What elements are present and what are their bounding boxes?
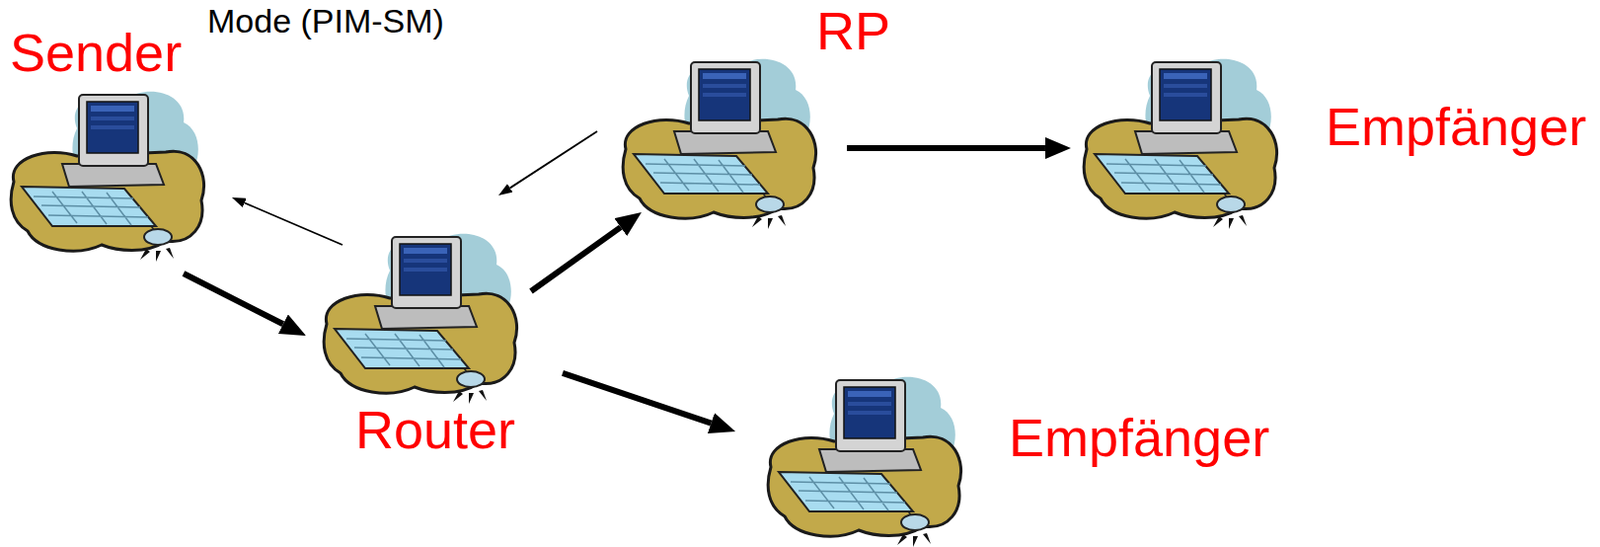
node-label: Empfänger [1008,406,1270,468]
node-label: Empfänger [1325,95,1587,157]
computer-icon [7,86,211,263]
node-label: RP [816,0,891,62]
node-label: Sender [9,21,182,83]
arrow-connector [531,227,621,292]
computer-icon [320,228,524,405]
title-text: Mode (PIM-SM) [207,1,445,41]
arrow-connector [510,131,598,188]
arrow-connector [562,373,711,424]
computer-icon [764,372,968,547]
computer-node: RP [619,54,823,230]
arrow-connector [183,273,284,324]
computer-node: Sender [7,86,211,263]
computer-icon [1080,54,1284,230]
arrow-connector [244,202,343,245]
arrow-connector [846,145,1046,152]
computer-node: Empfänger [1080,54,1284,230]
computer-node: Router [320,228,524,405]
node-label: Router [355,398,516,460]
computer-node: Empfänger [764,372,968,547]
computer-icon [619,54,823,230]
